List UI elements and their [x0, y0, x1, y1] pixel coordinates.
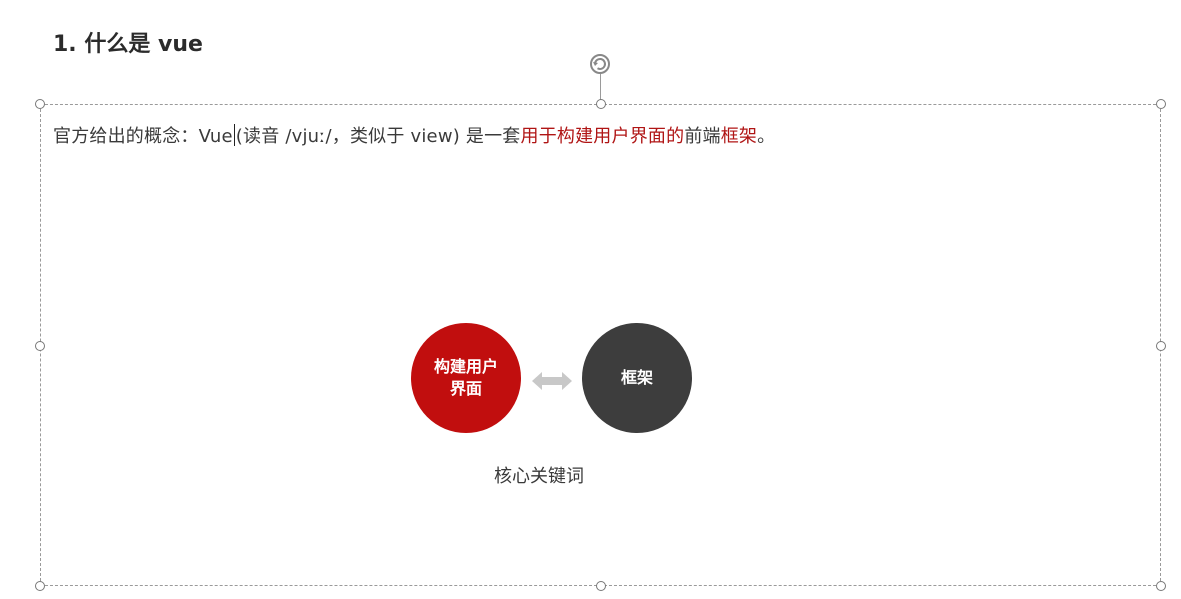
resize-handle-bottom-right[interactable]	[1156, 581, 1166, 591]
resize-handle-bottom-center[interactable]	[596, 581, 606, 591]
keyword-framework-label: 框架	[620, 368, 653, 387]
rotate-icon[interactable]	[587, 51, 613, 77]
intro-prefix: 官方给出的概念：Vue	[53, 126, 233, 147]
resize-handle-top-center[interactable]	[596, 99, 606, 109]
double-arrow-icon	[530, 370, 574, 392]
resize-handle-top-left[interactable]	[35, 99, 45, 109]
intro-suffix: 。	[757, 126, 776, 147]
resize-handle-middle-left[interactable]	[35, 341, 45, 351]
intro-accent-framework: 框架	[720, 126, 758, 147]
keyword-ui-line2: 界面	[449, 379, 482, 398]
keyword-ui-line1: 构建用户	[433, 357, 498, 376]
keyword-circle-framework: 框架	[582, 323, 692, 433]
slide-title[interactable]: 1. 什么是 vue	[53, 32, 203, 57]
resize-handle-middle-right[interactable]	[1156, 341, 1166, 351]
keyword-circle-ui: 构建用户 界面	[411, 323, 521, 433]
resize-handle-bottom-left[interactable]	[35, 581, 45, 591]
resize-handle-top-right[interactable]	[1156, 99, 1166, 109]
text-caret	[233, 124, 235, 146]
intro-middle: (读音 /vjuː/，类似于 view) 是一套	[235, 126, 521, 147]
intro-text[interactable]: 官方给出的概念：Vue(读音 /vjuː/，类似于 view) 是一套用于构建用…	[53, 122, 775, 148]
diagram-caption: 核心关键词	[494, 466, 584, 487]
rotation-handle-line	[600, 74, 601, 100]
intro-accent-ui: 用于构建用户界面的	[520, 126, 685, 147]
intro-frontend: 前端	[684, 126, 721, 147]
